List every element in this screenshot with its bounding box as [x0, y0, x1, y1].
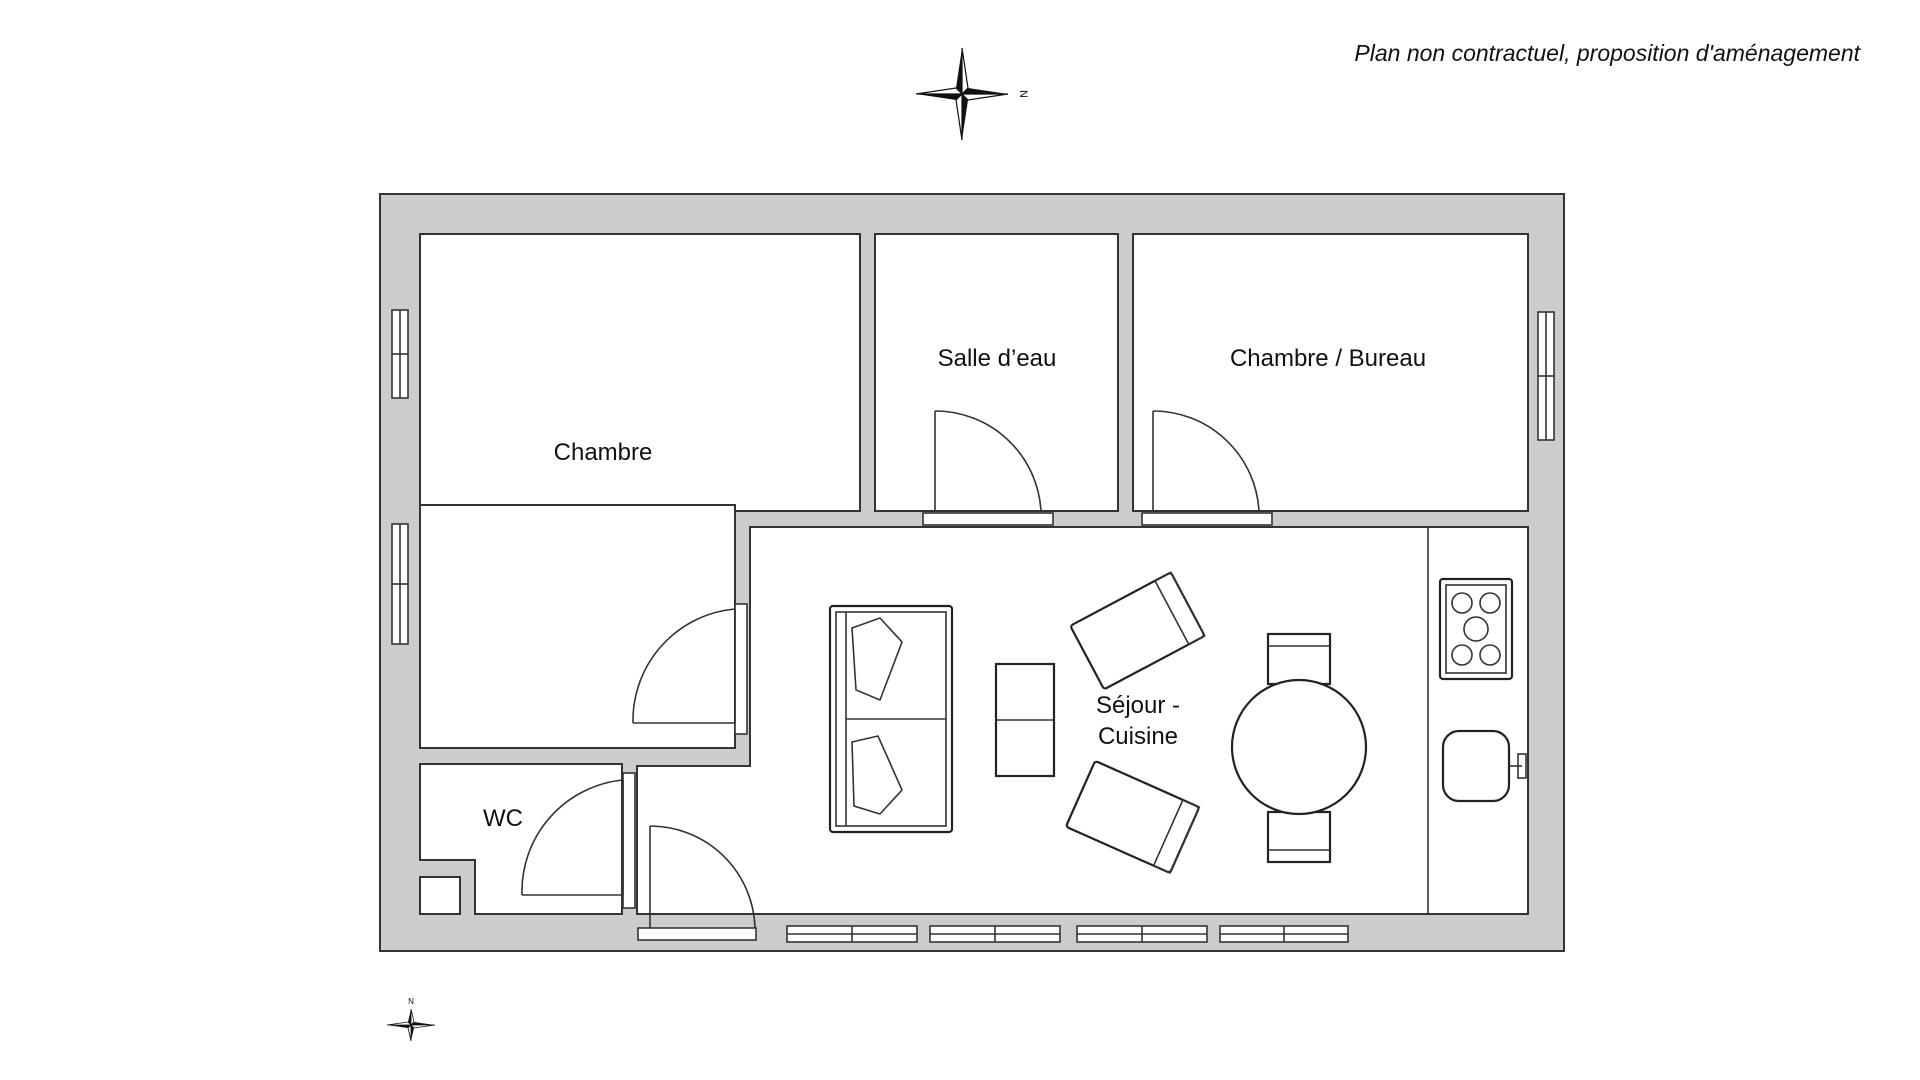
wc-duct: [419, 876, 461, 915]
room-label-wc: WC: [483, 805, 523, 832]
room-chambre-lower: [419, 504, 736, 749]
door-entrance: [637, 825, 757, 941]
window-sejour-2: [929, 925, 1061, 943]
cooktop-icon: [1438, 577, 1514, 681]
dining-table: [1230, 632, 1368, 864]
room-label-chambre-bureau: Chambre / Bureau: [1230, 345, 1426, 372]
window-sejour-4: [1219, 925, 1349, 943]
compass-rose-icon: N: [915, 47, 1029, 141]
room-chambre-bureau: [1132, 233, 1529, 512]
sofa: [828, 604, 954, 834]
armchair-top: [1070, 571, 1206, 690]
compass-small-label: N: [408, 997, 414, 1006]
small-compass-icon: N: [386, 997, 436, 1042]
disclaimer-text: Plan non contractuel, proposition d'amén…: [1354, 40, 1860, 66]
door-salle-eau: [922, 410, 1054, 526]
door-chambre-bureau: [1141, 410, 1273, 526]
armchair-bottom: [1065, 760, 1201, 875]
compass-main-label: N: [1017, 90, 1029, 98]
door-wc: [521, 772, 636, 909]
room-label-sejour-line2: Cuisine: [1098, 723, 1178, 750]
room-label-chambre: Chambre: [554, 439, 653, 466]
room-sejour: [636, 526, 1529, 915]
room-salle-eau: [874, 233, 1119, 512]
room-label-salle-eau: Salle d’eau: [938, 345, 1057, 372]
coffee-table: [994, 662, 1056, 778]
room-label-sejour-line1: Séjour -: [1096, 692, 1180, 719]
window-sejour-3: [1076, 925, 1208, 943]
sink-icon: [1441, 729, 1527, 803]
room-wc: [419, 763, 623, 915]
window-sejour-1: [786, 925, 918, 943]
window-chambre-1: [391, 309, 409, 399]
window-chambre-2: [391, 523, 409, 645]
room-chambre: [419, 233, 861, 512]
window-chambre-bureau: [1537, 311, 1555, 441]
door-chambre: [632, 603, 748, 735]
